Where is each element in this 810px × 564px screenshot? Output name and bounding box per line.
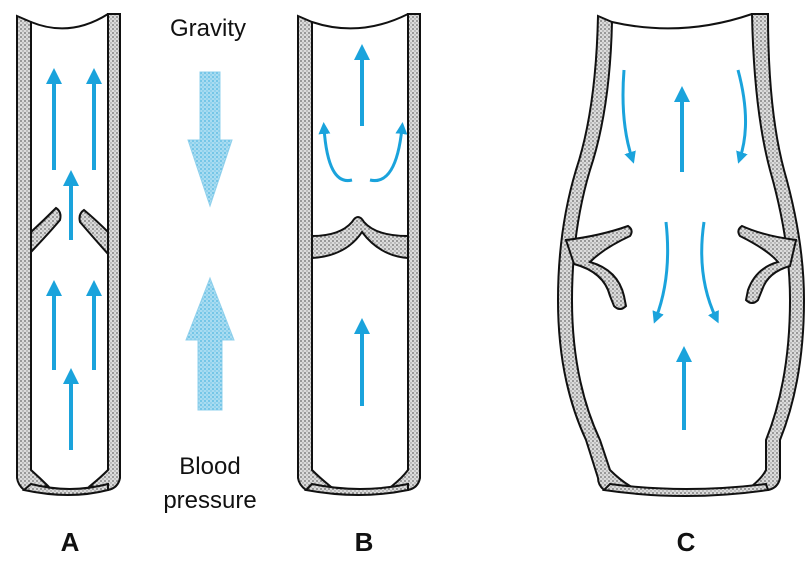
panel-c-label: C [677, 527, 696, 557]
panel-a-bottom-curve [21, 482, 109, 496]
panel-b-bottom-curve [303, 482, 409, 496]
blood-pressure-arrow [185, 276, 235, 411]
blood-pressure-label-line2: pressure [163, 487, 256, 514]
gravity-label: Gravity [170, 15, 246, 42]
panel-c-valve-left [564, 224, 633, 310]
panel-b-label: B [355, 527, 374, 557]
panel-c-bottom-curve [601, 482, 770, 497]
panel-c-valve-right [737, 224, 798, 304]
gravity-arrow [187, 71, 233, 208]
panel-a-left-wall [16, 14, 51, 492]
blood-pressure-label-line1: Blood [179, 453, 240, 480]
panel-b-vein [297, 13, 421, 496]
panel-a-label: A [61, 527, 80, 557]
panel-a-valve-right [78, 208, 109, 257]
panel-b-left-wall [297, 14, 333, 492]
panel-b-closed-valve [311, 216, 409, 260]
panel-c-flow-arrows [621, 69, 748, 430]
panel-a-valve-left [30, 206, 62, 255]
panel-a-vein [16, 13, 121, 496]
panel-c-vein [556, 13, 806, 497]
panel-b-flow-arrows [318, 44, 408, 406]
panel-a-flow-arrows [46, 68, 102, 450]
